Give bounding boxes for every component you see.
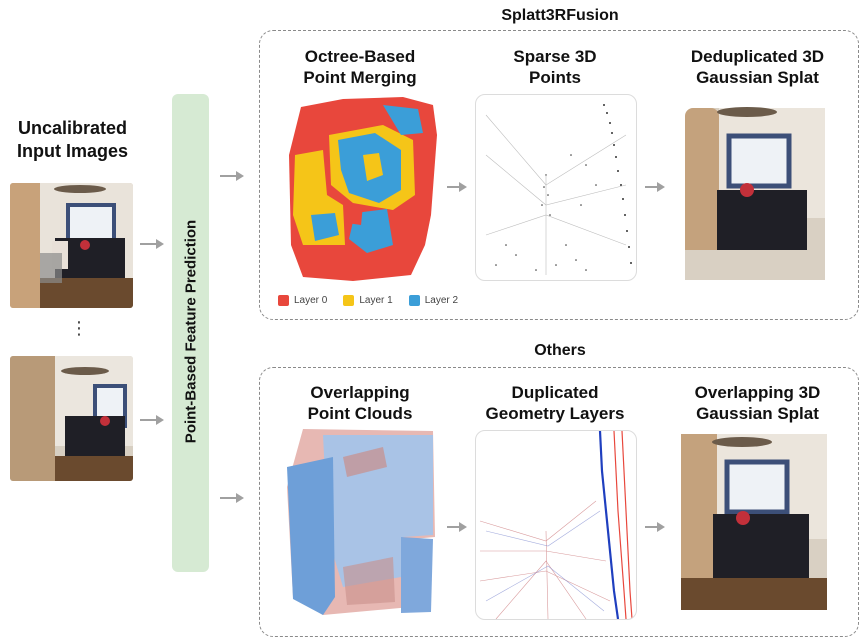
others-section-box bbox=[259, 367, 859, 637]
legend-swatch-layer-0 bbox=[278, 295, 289, 306]
overlapping-splat-title: Overlapping 3D Gaussian Splat bbox=[694, 383, 821, 423]
legend-item-layer-2: Layer 2 bbox=[408, 295, 459, 306]
arrow-feature-to-others bbox=[220, 492, 244, 504]
arrow-input2-to-feature bbox=[140, 414, 164, 426]
duplicated-layers-title: Duplicated Geometry Layers bbox=[485, 383, 625, 423]
input-image-1 bbox=[10, 183, 133, 308]
legend-label-layer-2: Layer 2 bbox=[424, 295, 459, 306]
arrow-duplicated-to-overlapping-splat bbox=[645, 521, 665, 533]
overlapping-clouds-title: Overlapping Point Clouds bbox=[307, 383, 413, 423]
arrow-input1-to-feature bbox=[140, 238, 164, 250]
feature-prediction-block: Point-Based Feature Prediction bbox=[172, 94, 209, 572]
input-images-title: Uncalibrated Input Images bbox=[16, 118, 128, 161]
legend-item-layer-1: Layer 1 bbox=[343, 295, 393, 306]
legend-label-layer-0: Layer 0 bbox=[294, 295, 328, 306]
more-images-ellipsis: ⋮ bbox=[70, 318, 88, 338]
arrow-overlapping-to-duplicated bbox=[447, 521, 467, 533]
legend-item-layer-0: Layer 0 bbox=[278, 295, 327, 306]
arrow-octree-to-sparse bbox=[447, 181, 467, 193]
deduplicated-splat-visual bbox=[677, 100, 832, 290]
overlapping-splat-visual bbox=[677, 428, 832, 618]
sparse-points-title: Sparse 3D Points bbox=[513, 47, 597, 87]
input-image-2 bbox=[10, 356, 133, 481]
others-section-title: Others bbox=[534, 342, 586, 359]
arrow-sparse-to-deduplicated bbox=[645, 181, 665, 193]
overlapping-point-clouds-visual bbox=[283, 427, 443, 617]
octree-merging-title: Octree-Based Point Merging bbox=[303, 47, 417, 87]
arrow-feature-to-splatt3r bbox=[220, 170, 244, 182]
duplicated-layers-visual bbox=[475, 430, 637, 620]
splatt3r-section-box bbox=[259, 30, 859, 320]
legend-swatch-layer-2 bbox=[408, 295, 420, 306]
sparse-points-visual bbox=[475, 94, 637, 281]
splatt3r-section-title: Splatt3RFusion bbox=[501, 7, 619, 24]
feature-prediction-label: Point-Based Feature Prediction bbox=[182, 219, 200, 444]
deduplicated-splat-title: Deduplicated 3D Gaussian Splat bbox=[690, 47, 825, 87]
octree-legend: Layer 0 Layer 1 Layer 2 bbox=[278, 295, 468, 306]
legend-swatch-layer-1 bbox=[343, 295, 355, 306]
octree-point-merging-visual bbox=[283, 95, 441, 285]
legend-label-layer-1: Layer 1 bbox=[359, 295, 393, 306]
